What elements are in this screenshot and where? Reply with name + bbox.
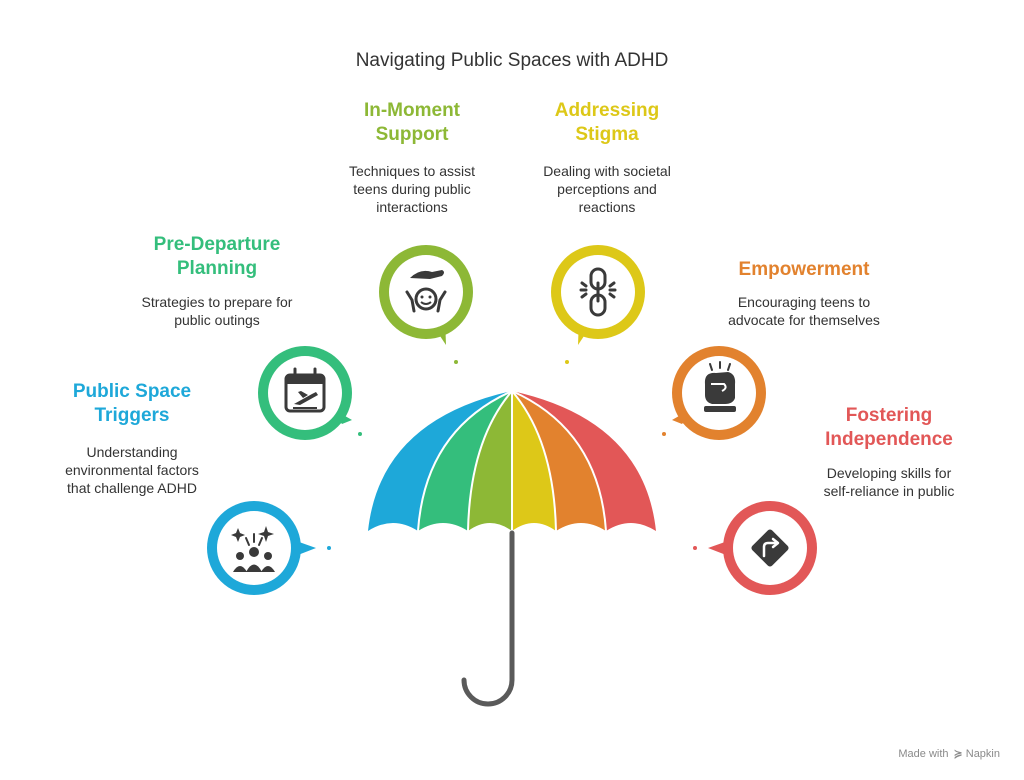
canopy-segment-red — [512, 391, 656, 531]
heading-pre-departure-planning: Pre-Departure Planning — [117, 233, 317, 281]
heading-line: In-Moment — [363, 100, 461, 121]
heading-line: Stigma — [575, 124, 639, 145]
desc-line: Techniques to assist — [348, 163, 476, 179]
umbrella-handle — [461, 530, 515, 707]
desc-fostering-independence: Developing skills for self-reliance in p… — [779, 464, 999, 500]
desc-line: Developing skills for — [826, 465, 952, 481]
desc-line: teens during public — [353, 181, 471, 197]
crowd-sparkle-icon — [231, 526, 275, 572]
hand-support-icon — [405, 270, 447, 313]
heading-line: Planning — [176, 258, 258, 279]
heading-fostering-independence: Fostering Independence — [789, 404, 989, 452]
napkin-brand-label: Napkin — [965, 748, 1000, 760]
connector-dots — [327, 360, 697, 550]
made-with-label: Made with — [898, 748, 949, 760]
heading-line: Empowerment — [738, 259, 870, 280]
bubble-empowerment[interactable] — [672, 346, 766, 440]
calendar-plane-icon — [284, 367, 326, 413]
canopy-segment-yellow — [512, 391, 556, 531]
heading-empowerment: Empowerment — [704, 258, 904, 282]
dot-lime — [454, 360, 458, 364]
heading-line: Public Space — [72, 381, 192, 402]
direction-sign-icon — [751, 529, 789, 567]
bubble-in-moment-support[interactable] — [379, 245, 473, 345]
heading-line: Addressing — [554, 100, 660, 121]
desc-line: Understanding — [86, 444, 178, 460]
desc-line: that challenge ADHD — [67, 480, 197, 496]
bubble-addressing-stigma[interactable] — [551, 245, 645, 345]
dot-blue — [327, 546, 331, 550]
desc-line: Dealing with societal — [543, 163, 671, 179]
canopy-segment-lime — [468, 391, 512, 531]
canopy-segment-blue — [368, 391, 512, 531]
desc-line: self-reliance in public — [823, 483, 955, 499]
heading-line: Fostering — [845, 405, 933, 426]
broken-chain-icon — [579, 267, 617, 317]
umbrella-canopy — [368, 390, 656, 532]
desc-line: perceptions and — [557, 181, 657, 197]
desc-line: reactions — [578, 199, 636, 215]
desc-empowerment: Encouraging teens to advocate for themse… — [689, 293, 919, 329]
desc-addressing-stigma: Dealing with societal perceptions and re… — [497, 162, 717, 216]
heading-public-space-triggers: Public Space Triggers — [32, 380, 232, 428]
desc-line: Strategies to prepare for — [141, 294, 293, 310]
dot-orange — [662, 432, 666, 436]
bubble-fostering-independence[interactable] — [708, 501, 817, 595]
desc-line: environmental factors — [65, 462, 199, 478]
desc-public-space-triggers: Understanding environmental factors that… — [22, 443, 242, 497]
canopy-ribs — [417, 390, 607, 532]
heading-addressing-stigma: Addressing Stigma — [507, 99, 707, 147]
heading-in-moment-support: In-Moment Support — [312, 99, 512, 147]
heading-line: Independence — [825, 429, 953, 450]
dot-yellow — [565, 360, 569, 364]
raised-fist-icon — [704, 361, 736, 412]
bubble-pre-departure-planning[interactable] — [258, 346, 352, 440]
heading-line: Triggers — [94, 405, 170, 426]
desc-in-moment-support: Techniques to assist teens during public… — [302, 162, 522, 216]
bubble-public-space-triggers[interactable] — [207, 501, 316, 595]
dot-red — [693, 546, 697, 550]
footer-credit[interactable]: Made with ≽Napkin — [898, 747, 1000, 760]
heading-line: Support — [375, 124, 449, 145]
bubble-inner — [268, 356, 342, 430]
desc-line: advocate for themselves — [728, 312, 880, 328]
desc-line: interactions — [376, 199, 448, 215]
page-title: Navigating Public Spaces with ADHD — [355, 50, 669, 71]
desc-line: public outings — [174, 312, 260, 328]
dot-green — [358, 432, 362, 436]
napkin-logo-icon: ≽ — [953, 748, 963, 760]
bubble-inner — [389, 255, 463, 329]
desc-pre-departure-planning: Strategies to prepare for public outings — [102, 293, 332, 329]
heading-line: Pre-Departure — [153, 234, 281, 255]
desc-line: Encouraging teens to — [737, 294, 871, 310]
